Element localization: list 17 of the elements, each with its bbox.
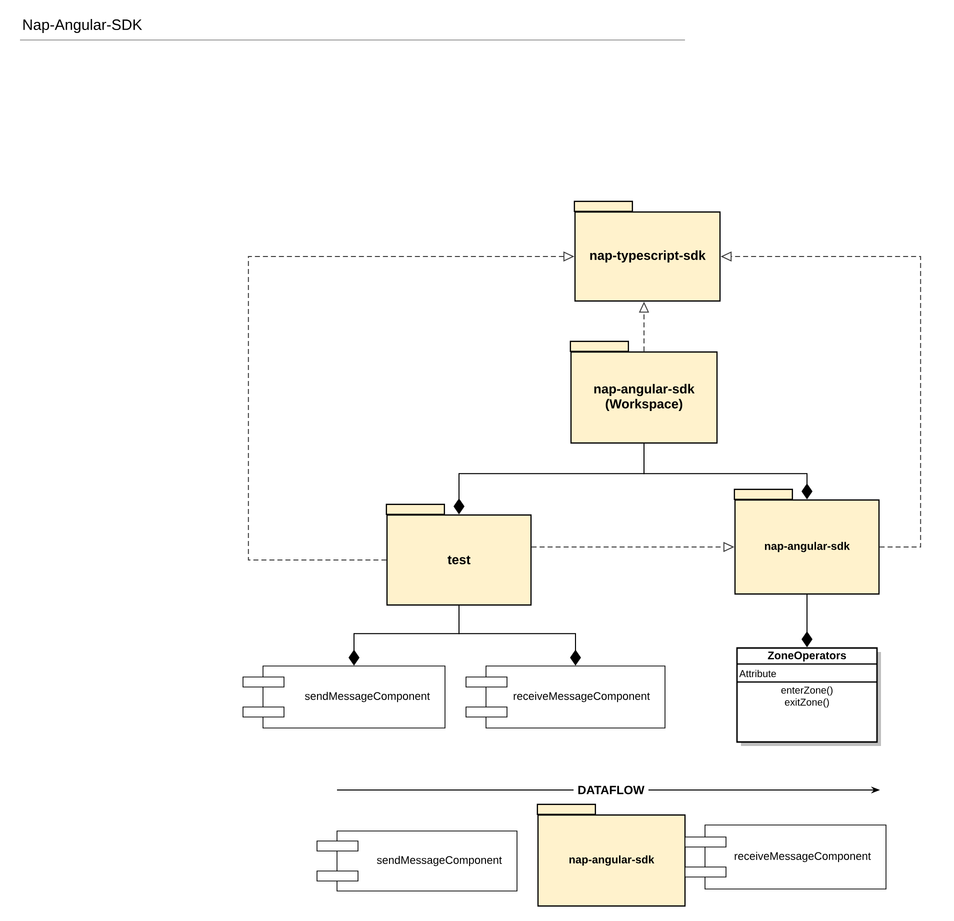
- component-box: receiveMessageComponent: [684, 824, 886, 890]
- class-name: ZoneOperators: [768, 652, 846, 662]
- package-box: nap-angular-sdk: [536, 804, 686, 907]
- diagram-title: Nap-Angular-SDK: [23, 19, 142, 33]
- method-text: enterZone(): [781, 686, 832, 696]
- package-box: nap-angular-sdk: [734, 488, 880, 595]
- package-box: nap-angular-sdk (Workspace): [570, 340, 718, 444]
- class-box: [736, 647, 881, 746]
- package-box: test: [386, 504, 532, 606]
- component-box: receiveMessageComponent: [466, 666, 666, 728]
- component-box: sendMessageComponent: [316, 830, 518, 892]
- attribute-text: Attribute: [739, 670, 776, 678]
- composition-connector: [644, 443, 812, 500]
- flow-label: DATAFLOW: [574, 782, 648, 798]
- component-box: sendMessageComponent: [242, 666, 446, 728]
- package-box: nap-typescript-sdk: [574, 200, 721, 302]
- method-text: exitZone(): [784, 698, 829, 708]
